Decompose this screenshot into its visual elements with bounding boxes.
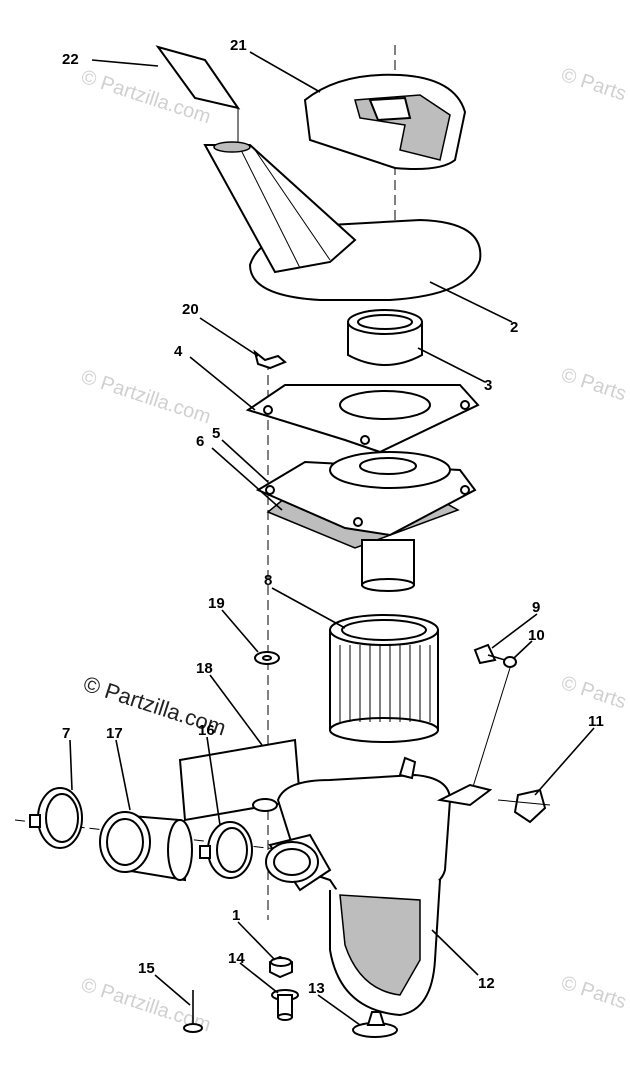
callout-11: 11: [588, 713, 604, 730]
watermark-edge: © Parts: [558, 364, 629, 406]
watermark-edge: © Parts: [558, 64, 629, 106]
callout-2: 2: [510, 319, 518, 336]
part-16-clamp: [199, 821, 253, 879]
callout-4: 4: [174, 343, 183, 360]
callout-13: 13: [308, 980, 325, 997]
part-9-screw: [473, 643, 506, 665]
part-22-flap: [155, 45, 241, 145]
callout-21: 21: [230, 37, 247, 54]
callouts: 22 21 2 3 20 4 5 6 8 19 9 10 18 11 7 17 …: [62, 37, 604, 997]
callout-20: 20: [182, 301, 199, 318]
part-21-foam-block: [303, 73, 467, 170]
part-15-bolt: [183, 990, 203, 1033]
part-19-washer: [254, 651, 280, 665]
callout-7: 7: [62, 725, 70, 742]
part-13-valve: [352, 1011, 398, 1038]
callout-15: 15: [138, 960, 155, 977]
part-14-grommet: [271, 989, 299, 1021]
part-11-clip: [497, 788, 551, 824]
callout-3: 3: [484, 377, 492, 394]
filter-pleats: [339, 645, 431, 722]
part-4-top-plate: [245, 384, 480, 454]
callout-5: 5: [212, 425, 220, 442]
part-5-housing-plate: [255, 451, 477, 592]
part-2-airbox-cover: [203, 141, 482, 301]
watermark: © Partzilla.com: [78, 366, 213, 429]
callout-10: 10: [528, 627, 545, 644]
part-17-duct: [99, 811, 193, 882]
leader-lines: [69, 51, 595, 1026]
callout-19: 19: [208, 595, 225, 612]
callout-9: 9: [532, 599, 540, 616]
callout-22: 22: [62, 51, 79, 68]
callout-1: 1: [232, 907, 240, 924]
part-1-nut: [269, 955, 293, 979]
part-10-washer: [471, 656, 517, 791]
callout-16: 16: [198, 722, 215, 739]
callout-8: 8: [264, 572, 272, 589]
callout-18: 18: [196, 660, 213, 677]
part-3-sleeve: [347, 309, 423, 366]
callout-6: 6: [196, 433, 204, 450]
part-7-clamp: [29, 787, 83, 849]
watermark-edge: © Parts: [558, 672, 629, 714]
part-8-filter-element: [329, 614, 439, 743]
part-20-wing-nut: [253, 349, 287, 370]
callout-12: 12: [478, 975, 495, 992]
part-12-airbox-body: [252, 756, 493, 1017]
watermark-edge: © Parts: [558, 972, 629, 1014]
callout-17: 17: [106, 725, 123, 742]
callout-14: 14: [228, 950, 245, 967]
